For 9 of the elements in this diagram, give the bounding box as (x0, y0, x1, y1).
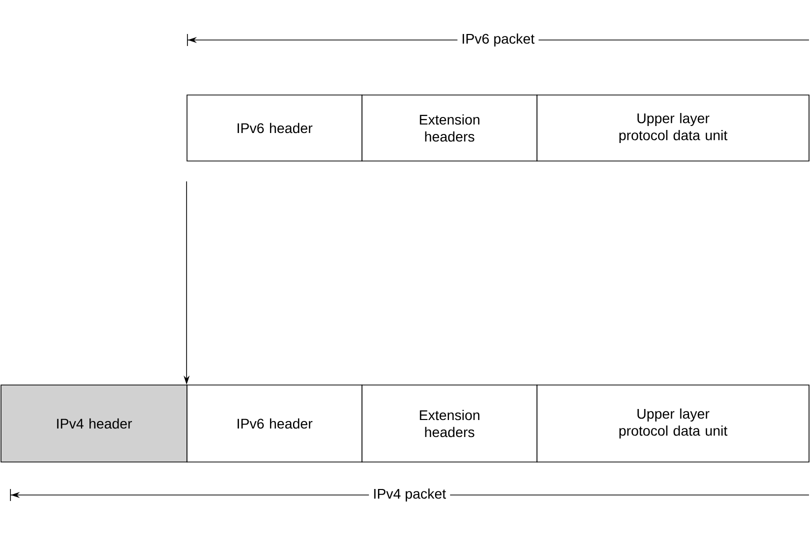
header-cell: IPv6 header (186, 94, 362, 162)
header-cell: Upper layer protocol data unit (536, 384, 810, 462)
header-cell: IPv4 header (0, 384, 188, 462)
header-cell: Extension headers (362, 384, 538, 462)
header-cell: Extension headers (362, 94, 538, 162)
dimension-label: IPv6 packet (457, 29, 539, 51)
header-cell: Upper layer protocol data unit (536, 94, 810, 162)
dimension-label: IPv4 packet (368, 484, 450, 506)
header-cell: IPv6 header (186, 384, 362, 462)
